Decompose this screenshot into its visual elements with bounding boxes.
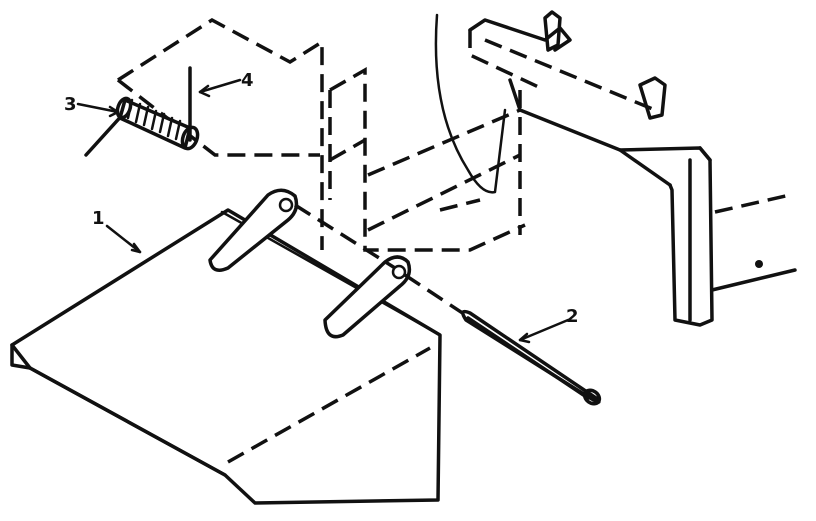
leader-4-arrow <box>198 84 211 98</box>
hinge-axis <box>294 203 471 320</box>
leader-1-arrow <box>130 242 142 254</box>
hinge-ear-right-hole <box>391 264 407 280</box>
chute-curve <box>434 13 507 194</box>
leader-1 <box>105 224 142 254</box>
callout-leaders <box>76 78 570 344</box>
hinge-ear-right <box>323 255 412 339</box>
bracket-tab-right <box>638 76 667 120</box>
mounting-bracket <box>468 10 797 327</box>
hinge-ear-left <box>208 188 299 272</box>
callout-4-label: 4 <box>241 70 254 91</box>
hinge-pin <box>461 309 602 406</box>
leader-4 <box>198 78 242 94</box>
callout-2-label: 2 <box>566 306 579 327</box>
callout-3-label: 3 <box>64 94 77 115</box>
leader-2-arrow <box>518 332 531 344</box>
hinge-ear-left-hole <box>278 197 294 213</box>
callout-1-label: 1 <box>92 208 105 229</box>
leader-3-arrow <box>108 105 120 118</box>
leader-3 <box>76 102 120 114</box>
leader-2 <box>518 318 570 342</box>
bracket-tab-left <box>543 10 562 52</box>
torsion-spring <box>84 96 200 157</box>
bracket-hole <box>755 260 763 268</box>
